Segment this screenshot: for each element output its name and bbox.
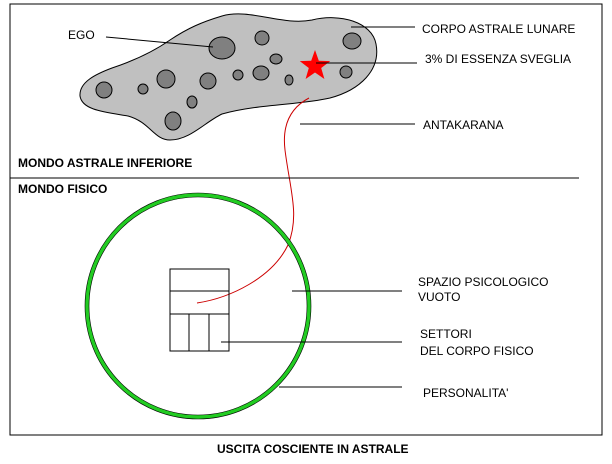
astral-spot	[232, 69, 244, 81]
mondo-astrale-label: MONDO ASTRALE INFERIORE	[18, 156, 192, 170]
diagram-frame	[9, 3, 603, 436]
astral-spot	[342, 32, 362, 50]
caption: USCITA COSCIENTE IN ASTRALE	[217, 442, 409, 456]
ego-label: EGO	[68, 28, 95, 42]
astral-spots	[95, 30, 362, 131]
personality-circle	[85, 193, 311, 419]
spazio-label-line2: VUOTO	[418, 290, 460, 304]
personalita-label: PERSONALITA'	[423, 386, 508, 400]
personality-circle-edge-inner	[88, 196, 308, 416]
antakarana-line	[196, 97, 310, 304]
astral-spot	[156, 69, 176, 89]
antakarana-label: ANTAKARANA	[423, 118, 503, 132]
essenza-label: 3% DI ESSENZA SVEGLIA	[425, 52, 571, 66]
corpo-astrale-label: CORPO ASTRALE LUNARE	[422, 22, 575, 36]
astral-spot	[164, 111, 182, 131]
leader-lines	[105, 26, 417, 388]
astral-body	[79, 13, 378, 141]
ego-leader	[105, 36, 214, 48]
astral-spot	[137, 83, 149, 95]
settori-label-line1: SETTORI	[420, 327, 472, 341]
mondo-fisico-label: MONDO FISICO	[18, 182, 107, 196]
spazio-label-line1: SPAZIO PSICOLOGICO	[418, 275, 548, 289]
astral-spot	[95, 81, 113, 99]
settori-label-line2: DEL CORPO FISICO	[420, 344, 534, 358]
astral-spot	[254, 30, 270, 46]
astral-spot	[339, 65, 353, 79]
astral-spot	[186, 95, 198, 109]
ego-spot	[208, 36, 236, 60]
personality-circle-edge-outer	[84, 192, 312, 420]
red-star-icon	[299, 50, 331, 79]
astral-spot	[252, 65, 270, 81]
physical-body-sectors	[169, 268, 230, 352]
astral-spot	[269, 53, 283, 65]
astral-spot	[199, 72, 217, 90]
astral-spot	[284, 74, 294, 86]
